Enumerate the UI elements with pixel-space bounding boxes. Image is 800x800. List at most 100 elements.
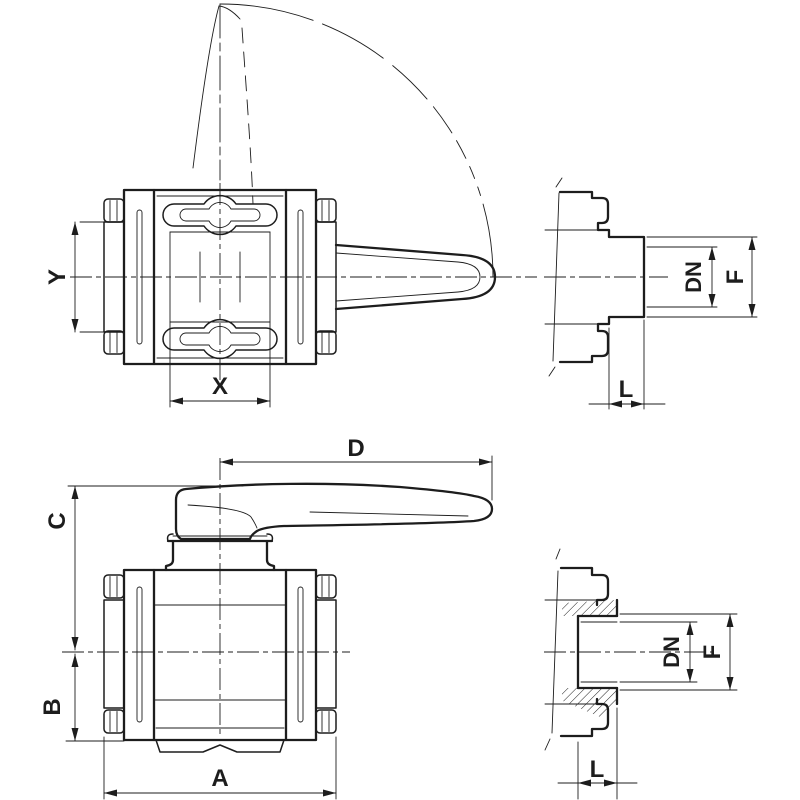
- valve-body-front: [103, 568, 337, 753]
- bolt-bottom-left: [103, 709, 125, 734]
- bolt-top-right: [315, 574, 337, 599]
- dim-label-l: L: [619, 376, 634, 403]
- arrow-right: [479, 458, 492, 466]
- top-end-view: DN F L: [544, 177, 758, 410]
- dim-label-y: Y: [44, 269, 71, 285]
- arrow-up: [686, 622, 694, 635]
- bolt-bottom-right: [315, 709, 337, 734]
- handle-boss-contour: [187, 504, 258, 529]
- body-foot: [155, 739, 285, 753]
- bottom-mounting-slot-outer: [162, 318, 278, 360]
- centerlines: [70, 183, 537, 382]
- dimension-dn: DN: [619, 621, 698, 683]
- dim-label-d: D: [347, 435, 364, 462]
- left-flange-disc: [136, 586, 143, 723]
- bonnet-side-right: [265, 539, 276, 572]
- bolt-bottom-right: [315, 330, 337, 355]
- arrow-right: [323, 789, 336, 797]
- section-hatch-bottom: [561, 688, 616, 717]
- arrow-up: [726, 614, 734, 627]
- arrow-down: [71, 728, 79, 741]
- phantom-right-edge: [241, 27, 254, 205]
- handle-front: [174, 482, 494, 541]
- handle-outline: [334, 243, 497, 311]
- arrow-down: [748, 304, 756, 317]
- dimension-c: C: [44, 485, 244, 651]
- arrow-right: [604, 779, 617, 787]
- arrow-down: [708, 294, 716, 307]
- front-view: D C B A: [39, 435, 494, 800]
- body-profile-top: [559, 566, 610, 607]
- dimension-a: A: [103, 736, 337, 800]
- top-mounting-slot-inner: [179, 201, 261, 229]
- far-silhouette: [551, 570, 559, 734]
- dimension-f: F: [646, 236, 758, 318]
- arrow-down: [71, 637, 79, 650]
- break-tick-bottom: [544, 738, 551, 751]
- break-tick-top: [555, 548, 561, 560]
- arrow-up: [71, 654, 79, 667]
- dim-label-b: B: [39, 698, 66, 715]
- arrow-left: [609, 400, 622, 408]
- break-tick-bottom: [548, 366, 556, 377]
- dim-label-dn: DN: [659, 636, 684, 668]
- arrow-right: [631, 400, 644, 408]
- arrow-down: [726, 677, 734, 690]
- arrow-down: [71, 319, 79, 332]
- top-plan-view: Y X: [44, 3, 537, 408]
- dimension-dn: DN: [646, 246, 718, 308]
- handle-open-phantom: [192, 3, 254, 205]
- bonnet-side-left: [164, 539, 175, 572]
- dim-label-dn: DN: [681, 261, 706, 293]
- bottom-mounting-slot-inner: [179, 325, 261, 353]
- section-hatch-top: [561, 600, 616, 616]
- arrow-up: [748, 237, 756, 250]
- dim-label-f: F: [699, 645, 726, 660]
- arrow-up: [708, 247, 716, 260]
- body-profile: [558, 190, 646, 364]
- dimension-f: F: [619, 613, 738, 691]
- handle-bar-contour: [309, 511, 469, 517]
- bolt-top-left: [103, 198, 125, 223]
- arrow-left: [578, 779, 591, 787]
- dimension-x: X: [169, 231, 271, 408]
- dimension-l: L: [588, 319, 666, 410]
- dim-label-c: C: [44, 512, 71, 529]
- arrow-left: [220, 458, 233, 466]
- far-silhouette: [552, 192, 560, 362]
- bolt-bottom-left: [103, 330, 125, 355]
- right-flange-disc: [297, 209, 304, 345]
- left-flange-disc: [136, 209, 143, 345]
- bonnet-front: [164, 533, 276, 572]
- arrow-left: [104, 789, 117, 797]
- arrow-left: [170, 397, 183, 405]
- dim-label-a: A: [211, 765, 228, 792]
- right-flange-plate: [315, 599, 337, 709]
- arrow-down: [686, 669, 694, 682]
- dimension-l: L: [557, 707, 638, 800]
- top-mounting-slot-outer: [162, 194, 278, 236]
- valve-body-plan: [103, 188, 337, 366]
- bolt-top-right: [315, 198, 337, 223]
- phantom-left-edge: [192, 5, 220, 169]
- bolt-top-left: [103, 574, 125, 599]
- arrow-up: [71, 222, 79, 235]
- dimension-b: B: [39, 653, 125, 742]
- dim-label-x: X: [212, 373, 228, 400]
- dimension-y: Y: [44, 221, 106, 333]
- front-end-section-view: DN F L: [544, 548, 738, 800]
- handle-plan: [334, 243, 497, 311]
- break-tick-top: [555, 177, 563, 188]
- handle-outline: [174, 482, 494, 541]
- left-flange-plate: [103, 599, 125, 709]
- handle-inner-contour: [335, 252, 481, 302]
- socket-section: [576, 598, 619, 706]
- dimension-d: D: [219, 435, 493, 501]
- right-flange-disc: [297, 586, 304, 723]
- handle-swing-arc: [219, 3, 494, 278]
- dim-label-l: L: [590, 756, 605, 783]
- arrow-up: [71, 486, 79, 499]
- phantom-top-curve: [218, 5, 241, 20]
